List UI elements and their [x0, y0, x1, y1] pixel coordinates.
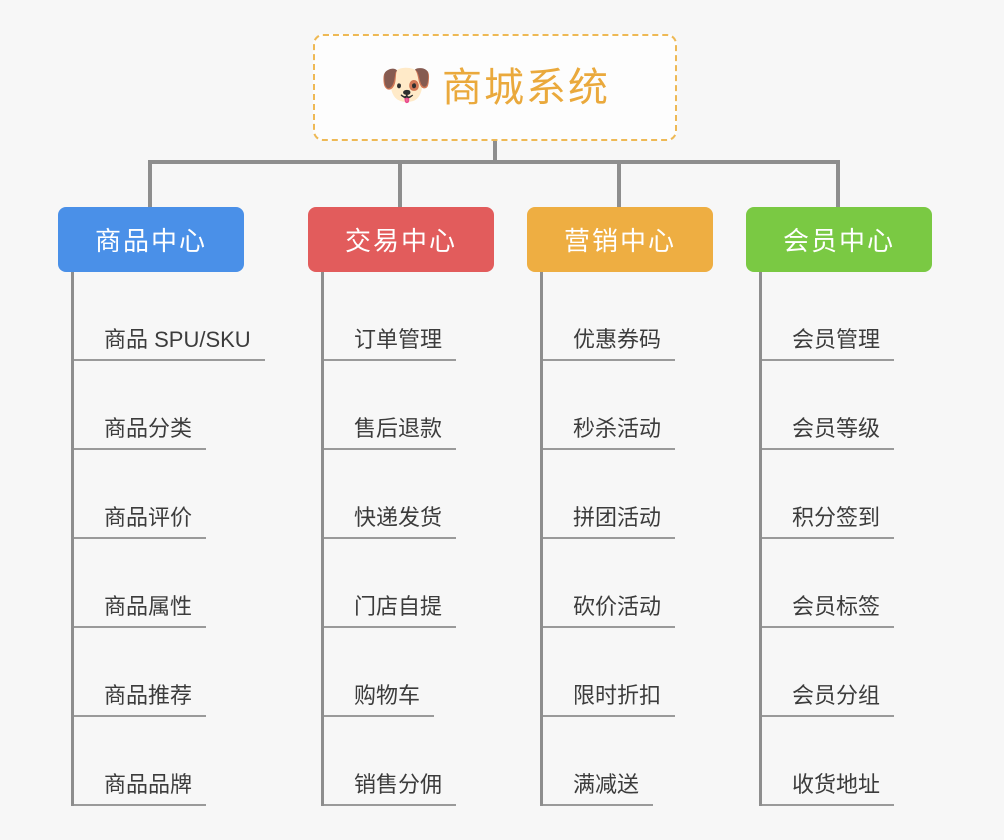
- column-member-center: 会员中心会员管理会员等级积分签到会员标签会员分组收货地址: [746, 207, 932, 806]
- column-spine-marketing-center: 优惠券码秒杀活动拼团活动砍价活动限时折扣满减送: [540, 272, 713, 806]
- list-item[interactable]: 商品推荐: [74, 628, 244, 717]
- drop-connector-4: [836, 160, 840, 209]
- list-item[interactable]: 商品分类: [74, 361, 244, 450]
- list-item[interactable]: 商品评价: [74, 450, 244, 539]
- horizontal-bus-connector: [148, 160, 840, 164]
- list-item-label: 商品推荐: [74, 683, 207, 717]
- list-item-label: 订单管理: [324, 327, 457, 361]
- column-header-label: 会员中心: [782, 226, 895, 256]
- list-item-label: 商品评价: [74, 505, 207, 539]
- list-item[interactable]: 会员等级: [762, 361, 932, 450]
- list-item[interactable]: 会员标签: [762, 539, 932, 628]
- column-trade-center: 交易中心订单管理售后退款快递发货门店自提购物车销售分佣: [308, 207, 494, 806]
- list-item[interactable]: 订单管理: [324, 272, 494, 361]
- list-item[interactable]: 限时折扣: [543, 628, 713, 717]
- drop-connector-3: [617, 160, 621, 209]
- list-item-label: 门店自提: [324, 594, 457, 628]
- list-item[interactable]: 拼团活动: [543, 450, 713, 539]
- column-spine-trade-center: 订单管理售后退款快递发货门店自提购物车销售分佣: [321, 272, 494, 806]
- list-item-label: 售后退款: [324, 416, 457, 450]
- column-header-member-center[interactable]: 会员中心: [746, 207, 932, 272]
- list-item[interactable]: 秒杀活动: [543, 361, 713, 450]
- list-item[interactable]: 售后退款: [324, 361, 494, 450]
- list-item[interactable]: 会员管理: [762, 272, 932, 361]
- list-item-label: 快递发货: [324, 505, 457, 539]
- list-item[interactable]: 购物车: [324, 628, 494, 717]
- list-item[interactable]: 收货地址: [762, 717, 932, 806]
- list-item-label: 限时折扣: [543, 683, 676, 717]
- column-header-product-center[interactable]: 商品中心: [58, 207, 244, 272]
- list-item-label: 销售分佣: [324, 772, 457, 806]
- list-item[interactable]: 商品 SPU/SKU: [74, 272, 265, 361]
- list-item[interactable]: 满减送: [543, 717, 713, 806]
- root-node[interactable]: 🐶 商城系统: [313, 34, 677, 141]
- list-item-label: 优惠券码: [543, 327, 676, 361]
- column-header-label: 商品中心: [94, 226, 207, 256]
- root-stem-connector: [493, 141, 497, 164]
- dog-face-icon: 🐶: [380, 60, 433, 108]
- column-product-center: 商品中心商品 SPU/SKU 商品分类商品评价商品属性商品推荐商品品牌: [58, 207, 265, 806]
- list-item[interactable]: 快递发货: [324, 450, 494, 539]
- list-item[interactable]: 商品属性: [74, 539, 244, 628]
- root-title: 商城系统: [442, 65, 610, 110]
- column-spine-member-center: 会员管理会员等级积分签到会员标签会员分组收货地址: [759, 272, 932, 806]
- list-item-label: 会员标签: [762, 594, 895, 628]
- list-item[interactable]: 砍价活动: [543, 539, 713, 628]
- list-item-label: 商品 SPU/SKU: [74, 327, 265, 361]
- list-item[interactable]: 优惠券码: [543, 272, 713, 361]
- column-marketing-center: 营销中心优惠券码秒杀活动拼团活动砍价活动限时折扣满减送: [527, 207, 713, 806]
- column-header-label: 营销中心: [563, 226, 676, 256]
- list-item-label: 购物车: [324, 683, 435, 717]
- list-item-label: 会员分组: [762, 683, 895, 717]
- list-item-label: 商品品牌: [74, 772, 207, 806]
- list-item-label: 砍价活动: [543, 594, 676, 628]
- column-header-marketing-center[interactable]: 营销中心: [527, 207, 713, 272]
- list-item-label: 会员管理: [762, 327, 895, 361]
- list-item-label: 商品分类: [74, 416, 207, 450]
- list-item-label: 积分签到: [762, 505, 895, 539]
- list-item-label: 会员等级: [762, 416, 895, 450]
- list-item-label: 满减送: [543, 772, 654, 806]
- list-item[interactable]: 商品品牌: [74, 717, 244, 806]
- list-item[interactable]: 门店自提: [324, 539, 494, 628]
- column-header-trade-center[interactable]: 交易中心: [308, 207, 494, 272]
- list-item-label: 秒杀活动: [543, 416, 676, 450]
- list-item[interactable]: 会员分组: [762, 628, 932, 717]
- list-item-label: 拼团活动: [543, 505, 676, 539]
- list-item[interactable]: 销售分佣: [324, 717, 494, 806]
- list-item-label: 收货地址: [762, 772, 895, 806]
- drop-connector-2: [398, 160, 402, 209]
- drop-connector-1: [148, 160, 152, 209]
- column-spine-product-center: 商品 SPU/SKU 商品分类商品评价商品属性商品推荐商品品牌: [71, 272, 265, 806]
- list-item-label: 商品属性: [74, 594, 207, 628]
- list-item[interactable]: 积分签到: [762, 450, 932, 539]
- column-header-label: 交易中心: [344, 226, 457, 256]
